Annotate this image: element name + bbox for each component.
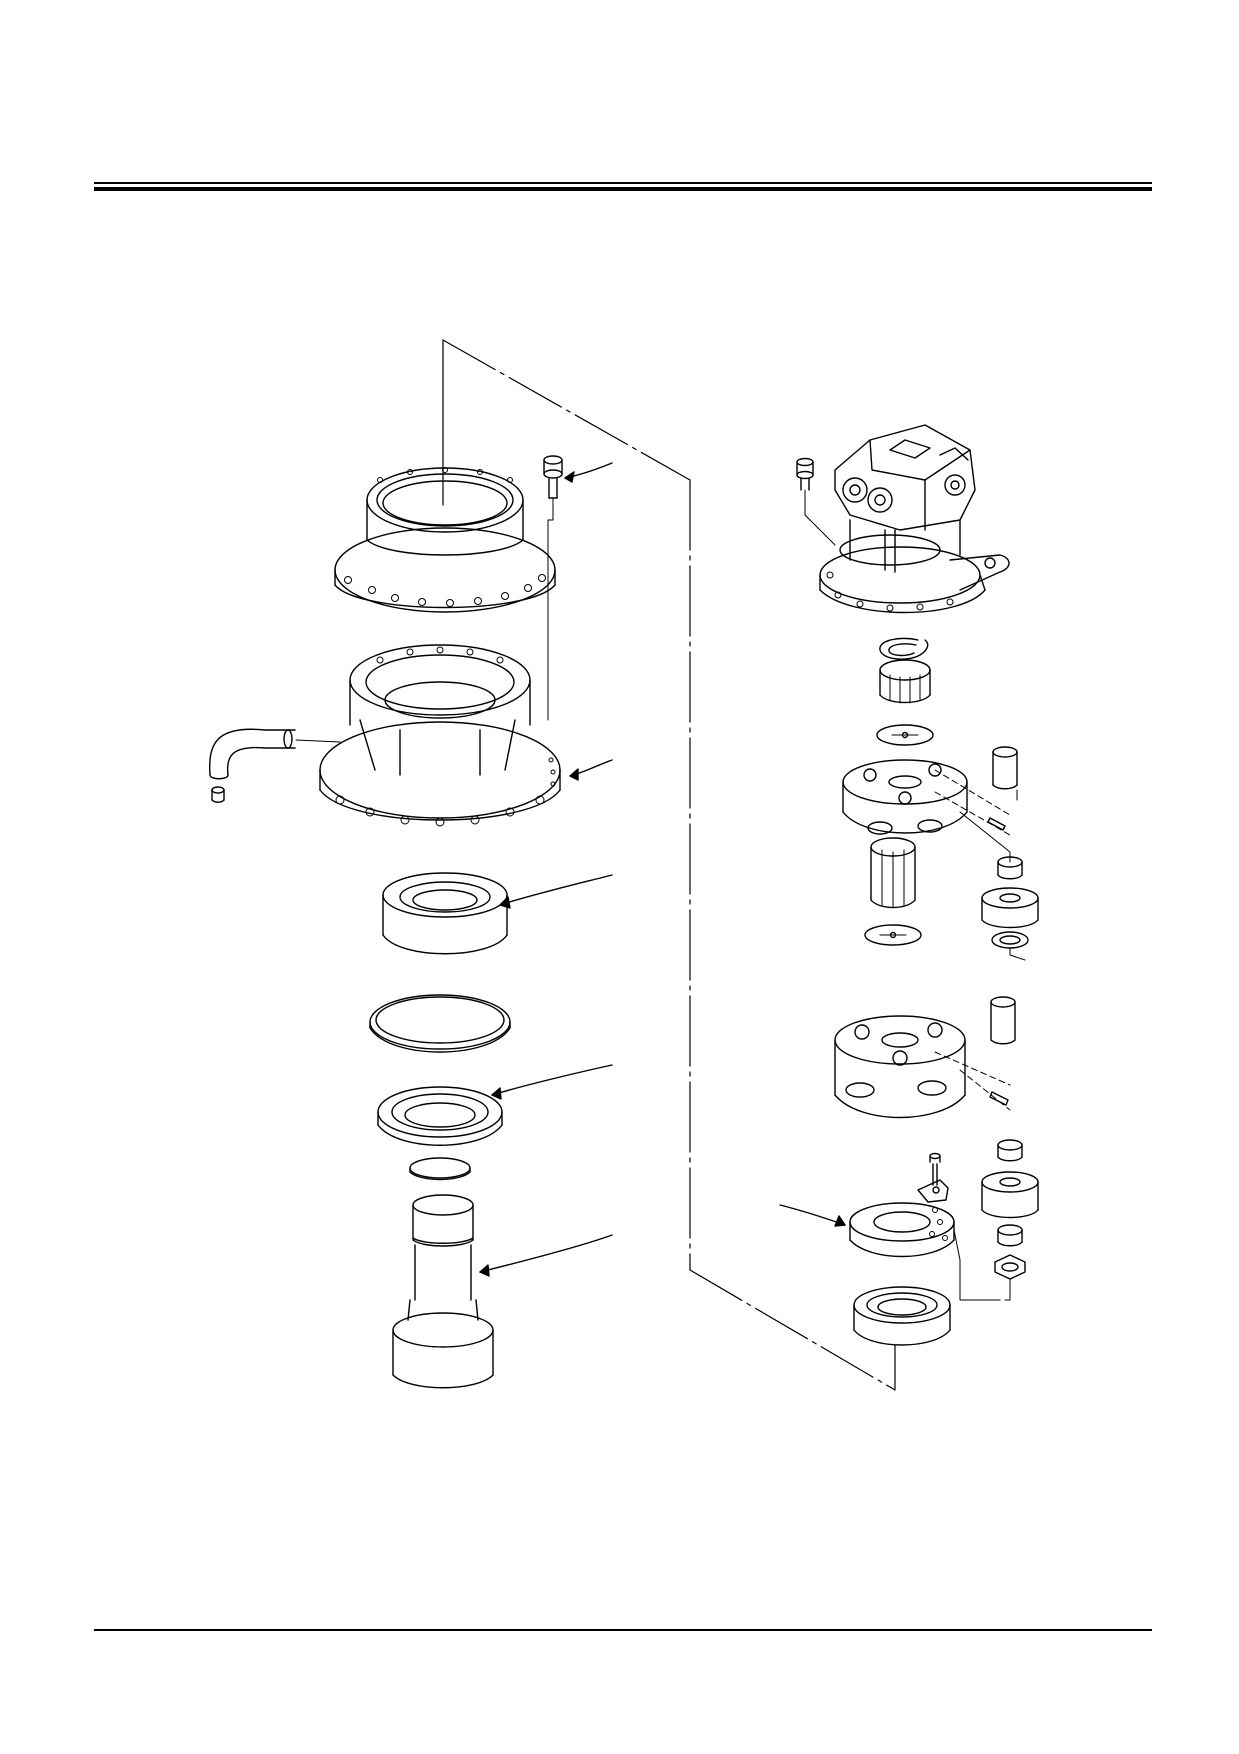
hydraulic-motor <box>819 424 1010 614</box>
planet-carrier-lower <box>834 1015 1011 1119</box>
thrust-plate <box>864 924 922 946</box>
seal-ring <box>369 994 511 1053</box>
drain-pipe <box>209 728 341 780</box>
needle-bearing-bottom <box>997 1224 1023 1247</box>
spring-pin-lower <box>989 1091 1009 1106</box>
drive-gear <box>879 659 931 704</box>
pin-sleeve-lower <box>990 996 1016 1045</box>
ring-gear-bolt-holes <box>344 467 546 607</box>
planet-gear-lower <box>981 1171 1039 1219</box>
planet-carrier-upper <box>842 759 1011 863</box>
socket-bolt-right <box>796 457 836 546</box>
snap-ring <box>879 637 929 660</box>
motor-housing <box>319 644 561 827</box>
side-washer <box>991 931 1029 961</box>
pinion-shaft <box>392 1194 494 1389</box>
needle-bearing-lower <box>997 1139 1023 1162</box>
socket-bolt <box>543 455 563 721</box>
assembly-guide-line <box>442 339 896 1391</box>
callout-arrow-bolt <box>564 462 613 483</box>
bearing <box>382 872 508 955</box>
header-rule <box>94 182 1152 191</box>
bearing-lower <box>853 1286 951 1346</box>
grease-fitting <box>211 786 225 803</box>
sun-gear <box>870 837 916 909</box>
spring-pin <box>987 817 1006 831</box>
needle-bearing <box>997 856 1023 880</box>
callout-arrow-oil-seal <box>491 1064 613 1100</box>
planet-gear <box>981 887 1039 929</box>
motor-flange-holes <box>826 571 954 612</box>
thrust-washer <box>876 724 934 746</box>
ring-nut <box>849 1202 1001 1301</box>
ring-nut-holes <box>929 1207 948 1241</box>
housing-bolt-holes <box>335 646 556 827</box>
lock-plate <box>917 1179 949 1203</box>
pin-sleeve <box>992 746 1018 801</box>
callout-arrow-bearing <box>499 874 613 909</box>
header-rule-thick <box>94 187 1152 191</box>
callout-arrow-pinion <box>479 1234 613 1277</box>
collar <box>409 1157 471 1181</box>
header-rule-thin <box>94 182 1152 184</box>
oil-seal <box>377 1086 503 1146</box>
callout-arrow-housing <box>569 759 613 781</box>
hex-washer <box>994 1254 1026 1301</box>
ring-gear <box>334 467 556 613</box>
callout-arrow-ring-nut <box>779 1204 846 1227</box>
footer-rule <box>94 1629 1152 1631</box>
